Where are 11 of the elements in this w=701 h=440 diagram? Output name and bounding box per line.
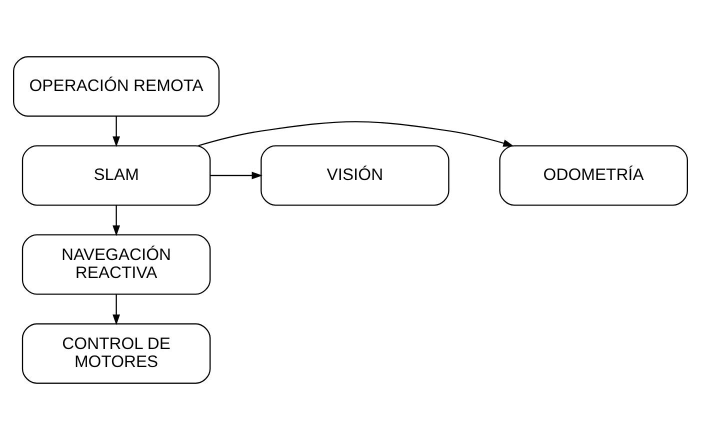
node-box: NAVEGACIÓN REACTIVA	[22, 234, 211, 295]
arrow	[112, 116, 120, 148]
node-box: OPERACIÓN REMOTA	[13, 56, 220, 117]
arrow	[112, 294, 120, 326]
arrow	[112, 206, 120, 236]
arrow	[198, 121, 514, 147]
arrow	[210, 172, 262, 180]
node-box: CONTROL DE MOTORES	[22, 323, 211, 384]
node-box: ODOMETRÍA	[499, 145, 688, 206]
node-box: SLAM	[22, 145, 211, 206]
node-box: VISIÓN	[260, 145, 450, 206]
